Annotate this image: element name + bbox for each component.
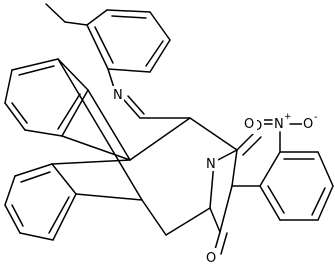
ethyl-group (45, 3, 88, 26)
imine-nitrogen-label: N (113, 88, 123, 103)
nitrophenyl-ring (231, 151, 334, 221)
lower-benzo-ring (4, 163, 77, 241)
nitro-nitrogen-label: N (274, 117, 284, 132)
upper-benzo-ring (4, 58, 89, 137)
nitro-minus-charge: - (314, 112, 318, 123)
imine-linkage (107, 68, 191, 119)
nitro-oxygen-right-label: O (303, 117, 313, 132)
ethylphenyl-ring (86, 9, 171, 73)
bridge-framework (51, 58, 211, 236)
lower-carbonyl-oxygen-label: O (206, 251, 216, 266)
imide-nitrogen-label: N (206, 157, 216, 172)
nitro-oxygen-left-label: O (244, 117, 254, 132)
nitro-plus-charge: + (284, 112, 292, 122)
atom-labels: N N O O N + O O - (110, 86, 318, 266)
upper-carbonyl-oxygen-label: O (252, 119, 262, 134)
